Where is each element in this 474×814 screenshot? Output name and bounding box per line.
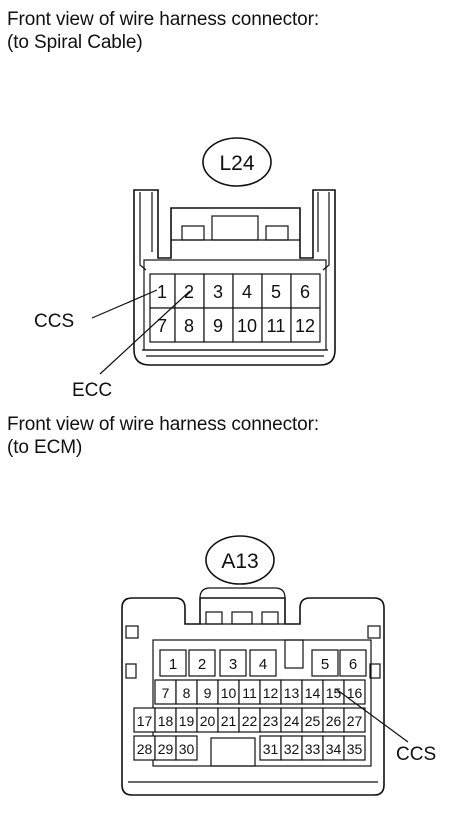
pin-number: 7 [157, 316, 167, 336]
pin-cell [232, 273, 263, 309]
connector-id-bubble [202, 137, 272, 187]
pin-row-4: 28 29 30 31 32 33 34 35 [133, 735, 366, 761]
pin-number: 5 [271, 282, 281, 302]
pin-cell [343, 679, 366, 705]
callout-label-ecc: ECC [72, 380, 112, 401]
pin-number: 32 [284, 741, 300, 757]
pin-number: 33 [305, 741, 321, 757]
pin-number: 12 [295, 316, 315, 336]
pin-cell [343, 735, 366, 761]
pin-number: 25 [305, 713, 321, 729]
pin-number: 8 [184, 316, 194, 336]
lock-tab [211, 215, 259, 241]
pin-cell [203, 307, 234, 343]
connector-housing [133, 189, 336, 366]
pin-number: 13 [284, 685, 300, 701]
pin-number: 19 [179, 713, 195, 729]
pin-number: 9 [213, 316, 223, 336]
pin-number: 11 [242, 685, 257, 701]
pin-cell [290, 273, 321, 309]
pin-number: 2 [198, 656, 206, 673]
pin-number: 26 [326, 713, 342, 729]
pin-number: 12 [263, 685, 279, 701]
pin-cell [343, 707, 366, 733]
connector-id-label: L24 [219, 152, 254, 175]
pin-row-1: 1 2 3 4 5 6 [159, 649, 367, 677]
connector-a13: A13 1 2 3 4 5 6 [121, 535, 436, 796]
pin-number: 5 [321, 656, 329, 673]
pin-number: 29 [158, 741, 174, 757]
pin-cell [159, 649, 187, 677]
pin-cell [188, 649, 216, 677]
pin-cell [261, 273, 292, 309]
callout-leader-ecc [99, 290, 191, 375]
connector-housing [121, 597, 385, 796]
pin-number: 8 [183, 685, 191, 701]
lock-recess [210, 737, 256, 767]
caption-line-2: (to Spiral Cable) [7, 32, 143, 53]
pin-row-3: 17 18 19 20 21 22 23 24 25 26 27 [133, 707, 366, 733]
caption-ecm-connector: Front view of wire harness connector: (t… [7, 413, 319, 459]
pin-number: 15 [326, 685, 342, 701]
pin-cell [174, 307, 205, 343]
pin-row-2: 7 8 9 10 11 12 [149, 307, 321, 343]
pin-number: 21 [221, 713, 237, 729]
pin-cell [175, 735, 198, 761]
pin-number: 23 [263, 713, 279, 729]
pin-cell [311, 649, 339, 677]
callout-leader-ccs [91, 289, 158, 319]
pin-row-2: 7 8 9 10 11 12 13 14 15 16 [154, 679, 366, 705]
pin-number: 17 [137, 713, 153, 729]
pin-cell [290, 307, 321, 343]
pin-cell [149, 307, 176, 343]
caption-line-2: (to ECM) [7, 437, 83, 458]
pin-number: 1 [169, 656, 177, 673]
pin-number: 31 [263, 741, 279, 757]
caption-line-1: Front view of wire harness connector: [7, 9, 320, 30]
callout-label-ccs: CCS [396, 744, 436, 765]
pin-number: 4 [259, 656, 267, 673]
pin-number: 30 [179, 741, 195, 757]
pin-number: 28 [137, 741, 153, 757]
pin-number: 34 [326, 741, 342, 757]
pin-number: 1 [157, 282, 167, 302]
pin-number: 24 [284, 713, 300, 729]
caption-spiral-cable-connector: Front view of wire harness connector: (t… [7, 8, 319, 54]
connector-id-bubble [205, 535, 275, 585]
pin-number: 27 [347, 713, 363, 729]
pin-number: 10 [237, 316, 257, 336]
pin-number: 6 [349, 656, 357, 673]
pin-number: 9 [204, 685, 212, 701]
pin-number: 11 [267, 316, 286, 336]
callout-leader-ccs [335, 688, 409, 743]
pin-number: 22 [242, 713, 258, 729]
pin-number: 18 [158, 713, 174, 729]
callout-label-ccs: CCS [34, 311, 74, 332]
connector-l24: L24 1 2 3 4 5 6 [34, 137, 336, 401]
pin-number: 14 [305, 685, 321, 701]
pin-number: 3 [229, 656, 237, 673]
pin-number: 16 [347, 685, 363, 701]
pin-cell [232, 307, 263, 343]
pin-number: 7 [162, 685, 170, 701]
pin-number: 6 [300, 282, 310, 302]
pin-number: 20 [200, 713, 216, 729]
caption-line-1: Front view of wire harness connector: [7, 414, 320, 435]
pin-row-1: 1 2 3 4 5 6 [149, 273, 321, 309]
pin-number: 3 [213, 282, 223, 302]
pin-cell [249, 649, 277, 677]
polarization-key [284, 639, 304, 669]
pin-cell [219, 649, 247, 677]
pin-number: 4 [242, 282, 252, 302]
pin-number: 35 [347, 741, 363, 757]
pin-cell [339, 649, 367, 677]
connector-id-label: A13 [221, 550, 258, 573]
pin-number: 10 [221, 685, 237, 701]
